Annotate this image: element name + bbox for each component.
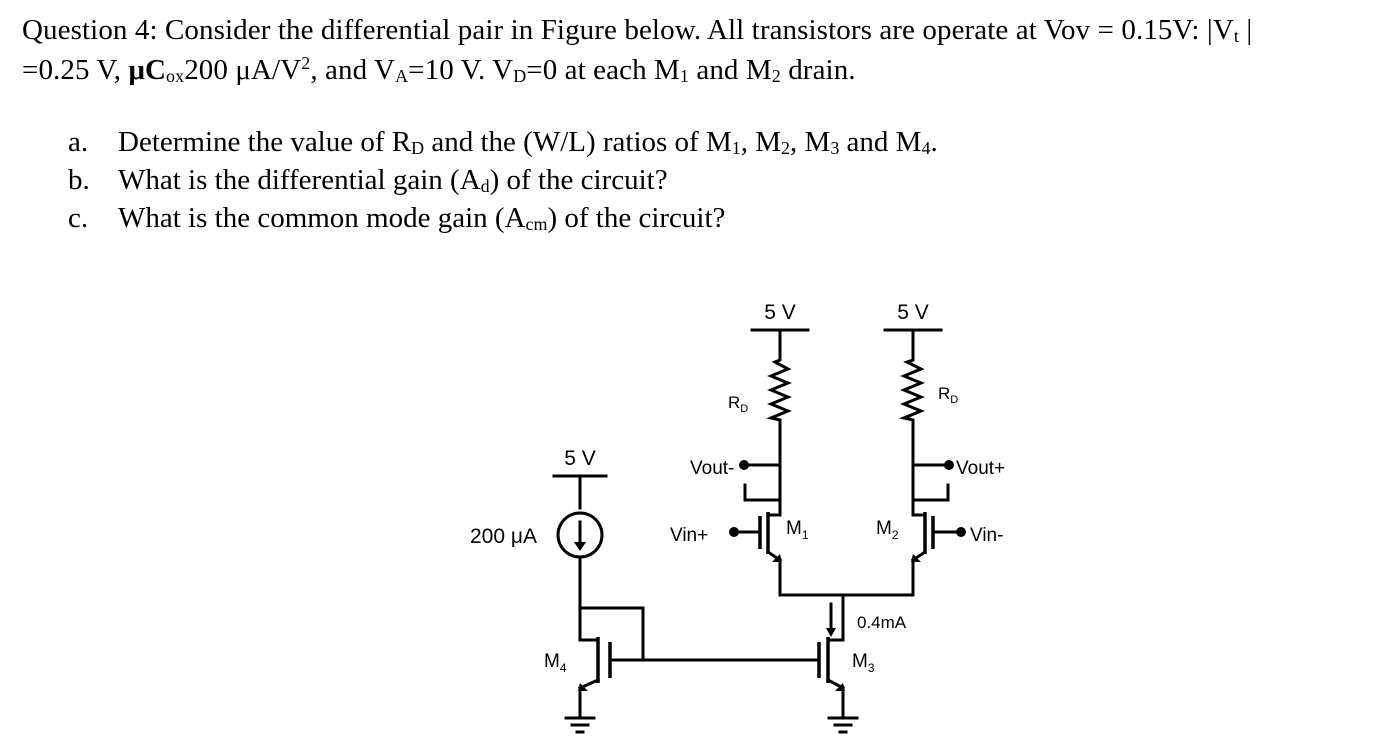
part-b-label: b. (68, 164, 90, 196)
iref-label: 200 μA (470, 525, 537, 548)
rd-right-label: RD (938, 384, 958, 406)
m4-diode-wire (578, 606, 645, 662)
vout-plus-label: Vout+ (956, 458, 1005, 479)
transistor-m2 (910, 498, 960, 597)
transistor-m4 (578, 637, 612, 720)
transistor-m3 (817, 637, 846, 720)
vin-plus-node[interactable] (729, 527, 739, 537)
part-b: b.What is the differential gain (Ad) of … (68, 164, 668, 197)
part-a-label: a. (68, 126, 89, 158)
ground-m4 (564, 716, 596, 734)
m2-label: M2 (876, 518, 899, 542)
question-line-2: =0.25 V, μCox200 μA/V2, and VA=10 V. VD=… (22, 53, 856, 87)
vdd-right-label: 5 V (897, 301, 929, 324)
part-c-label: c. (68, 202, 89, 234)
vout-minus-label: Vout- (690, 458, 734, 479)
m3-label: M3 (852, 651, 875, 675)
resistor-rd-left (743, 328, 792, 502)
vin-plus-label: Vin+ (670, 525, 708, 546)
part-c: c.What is the common mode gain (Acm) of … (68, 202, 726, 235)
vin-minus-label: Vin- (970, 525, 1003, 546)
vout-plus-node[interactable] (944, 460, 954, 470)
tail-current-label: 0.4mA (857, 613, 907, 632)
question-line-1: Question 4: Consider the differential pa… (22, 14, 1253, 47)
m1-label: M1 (786, 518, 809, 542)
vin-minus-node[interactable] (956, 527, 966, 537)
m4-label: M4 (544, 651, 567, 675)
part-a: a.Determine the value of RD and the (W/L… (68, 126, 938, 159)
resistor-rd-right (899, 328, 950, 502)
rd-left-label: RD (728, 393, 748, 415)
ground-m3 (827, 716, 859, 734)
vout-minus-node[interactable] (739, 460, 749, 470)
transistor-m1 (735, 498, 783, 597)
vdd-left-label: 5 V (764, 301, 796, 324)
vdd-ref-label: 5 V (564, 447, 596, 470)
